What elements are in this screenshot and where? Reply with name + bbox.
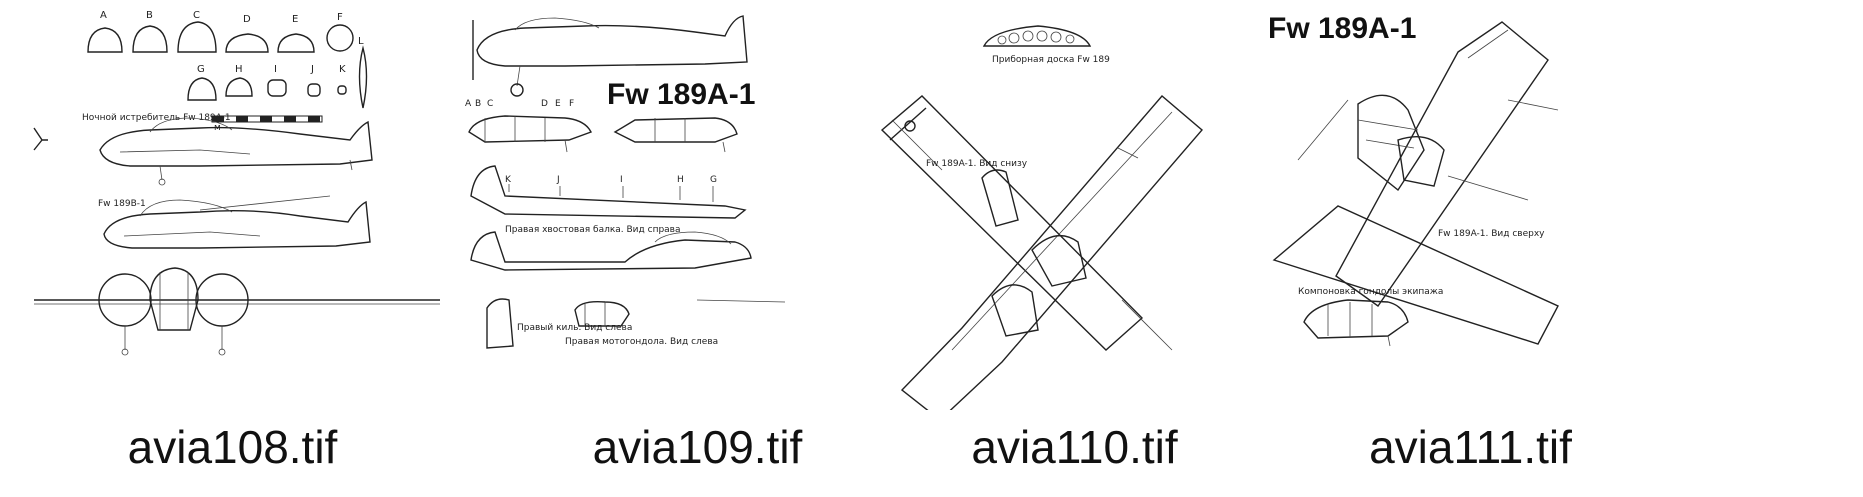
svg-text:E: E (292, 14, 298, 25)
caption-fin-1: Правый киль. Вид слева (517, 323, 632, 333)
side-view-bottom (470, 231, 752, 271)
svg-text:K: K (505, 175, 512, 185)
tail-boom-view (470, 165, 747, 219)
caption-panel: Приборная доска Fw 189 (992, 55, 1110, 65)
svg-text:L: L (358, 36, 364, 47)
plan-view-top (1272, 21, 1559, 345)
cross-sections-top (87, 21, 354, 53)
svg-text:I: I (620, 175, 623, 185)
caption-boom: Правая хвостовая балка. Вид справа (505, 225, 681, 235)
label-variant: Fw 189B-1 (98, 199, 146, 209)
gondola-views (468, 115, 738, 153)
svg-text:B: B (146, 10, 153, 21)
thumbnail-filename: avia111.tif (1369, 421, 1572, 473)
svg-text:G: G (710, 175, 717, 185)
drawing-avia110: Приборная доска Fw 189 Fw 189A-1. Вид сн… (880, 25, 1203, 410)
instrument-panel (982, 25, 1092, 47)
caption-gondola: Компоновка гондолы экипажа (1298, 287, 1443, 297)
svg-text:F: F (569, 99, 574, 109)
caption-nacelle: Правая мотогондола. Вид слева (565, 337, 718, 347)
thumbnail-filename: avia110.tif (971, 421, 1178, 473)
svg-text:G: G (197, 64, 205, 75)
svg-text:C: C (487, 99, 493, 109)
svg-text:D: D (243, 14, 251, 25)
wing-line (696, 299, 786, 303)
gondola-layout (1303, 299, 1409, 347)
detail-views (486, 298, 630, 349)
drawing-avia111: Fw 189A-1. Вид сверху Компоновка гондолы… (1272, 21, 1559, 347)
svg-text:F: F (337, 12, 343, 23)
svg-text:D: D (541, 99, 548, 109)
svg-text:B: B (475, 99, 481, 109)
caption-view: Fw 189A-1. Вид снизу (926, 159, 1028, 169)
svg-text:H: H (677, 175, 684, 185)
svg-text:C: C (193, 10, 200, 21)
thumbnail-filename: avia109.tif (592, 421, 803, 473)
side-view-1 (33, 117, 373, 186)
drawing-avia109: A B C D E F (465, 15, 786, 349)
svg-text:A: A (100, 10, 107, 21)
caption-view: Fw 189A-1. Вид сверху (1438, 229, 1545, 239)
side-view-2 (103, 195, 371, 249)
svg-text:A: A (465, 99, 472, 109)
section-markers: A B C D E F (465, 99, 574, 109)
drawing-title: Fw 189A-1 (1268, 12, 1417, 45)
side-view-top (472, 15, 748, 97)
thumbnail-avia109[interactable]: Fw 189A-1 A B C D E F (465, 0, 930, 497)
thumbnail-avia110[interactable]: Приборная доска Fw 189 Fw 189A-1. Вид сн… (842, 0, 1307, 497)
thumbnail-avia111[interactable]: Fw 189A-1 Fw 189A-1. Вид сверху Компонов… (1238, 0, 1703, 497)
front-view (34, 267, 440, 356)
svg-text:K: K (339, 64, 346, 75)
drawing-avia108: A B C D E F G H I J K L (33, 10, 440, 356)
label-night-fighter: Ночной истребитель Fw 189A-1 (82, 113, 231, 123)
svg-text:E: E (555, 99, 561, 109)
thumbnail-avia108[interactable]: A B C D E F G H I J K L (0, 0, 465, 497)
svg-text:I: I (274, 64, 277, 75)
thumbnail-filename: avia108.tif (127, 421, 338, 473)
svg-text:H: H (235, 64, 243, 75)
section-letters-bottom: G H I J K L (197, 36, 364, 75)
plan-view-bottom (880, 95, 1203, 410)
station-letters: K J I H G (505, 175, 717, 185)
cross-sections-bottom (187, 45, 368, 109)
section-letters-top: A B C D E F (100, 10, 343, 25)
drawing-title: Fw 189A-1 (607, 78, 756, 111)
svg-text:J: J (556, 175, 560, 185)
svg-text:J: J (310, 64, 314, 75)
